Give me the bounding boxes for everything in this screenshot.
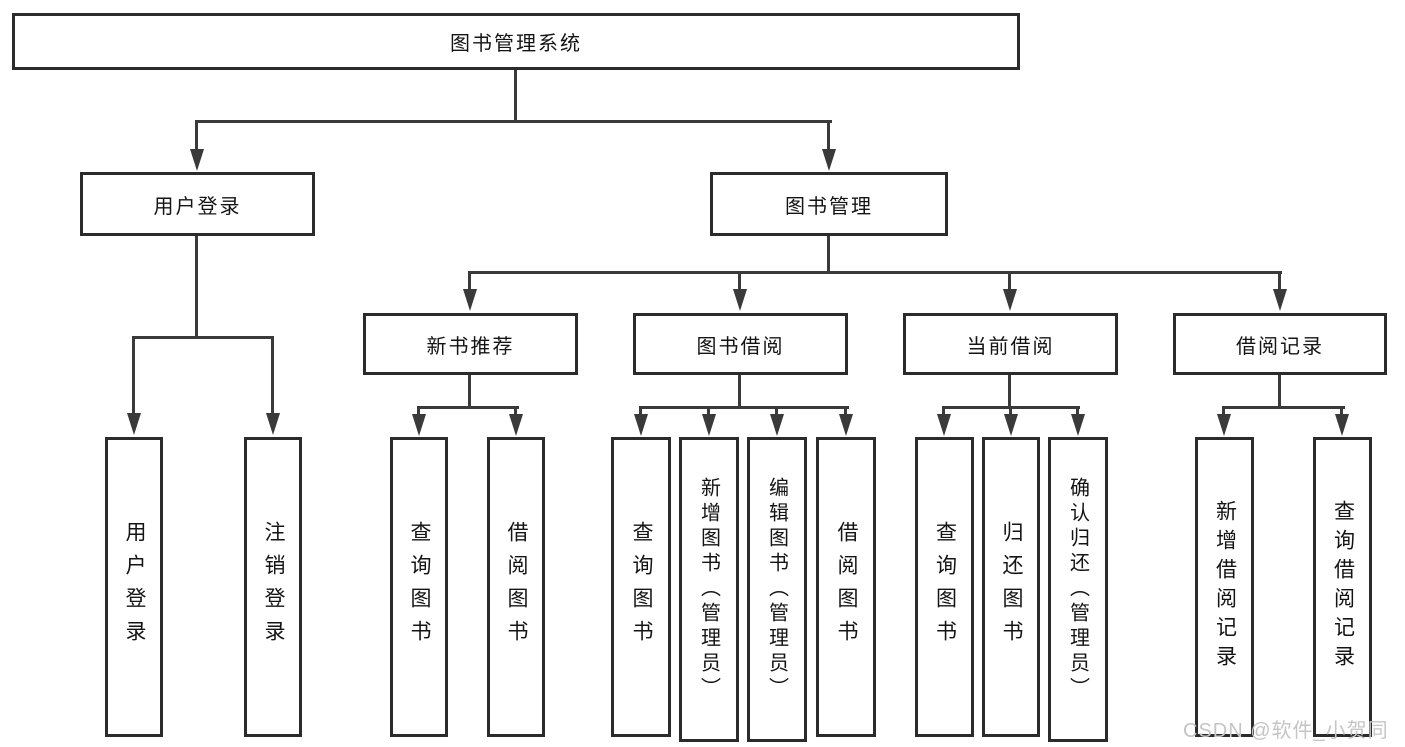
leaf-borrow-book: 借阅图书	[816, 437, 876, 737]
leaf-edit-book-admin-label: 编辑图书（管理员）	[765, 477, 788, 702]
connector-line	[942, 406, 945, 415]
leaf-confirm-return-admin: 确认归还（管理员）	[1048, 437, 1108, 742]
leaf-confirm-return-admin-label: 确认归还（管理员）	[1066, 477, 1089, 702]
node-new-book-recommend: 新书推荐	[363, 313, 578, 375]
leaf-user-login-label: 用户登录	[123, 521, 146, 653]
arrowhead	[509, 414, 523, 436]
node-root: 图书管理系统	[12, 13, 1020, 70]
arrowhead	[127, 413, 141, 435]
arrowhead	[634, 414, 648, 436]
connector-line	[195, 236, 198, 337]
connector-line	[271, 336, 274, 413]
leaf-query-book-borrow-label: 查询图书	[630, 521, 653, 653]
connector-line	[132, 336, 274, 339]
connector-line	[639, 406, 849, 409]
leaf-query-book-current-label: 查询图书	[933, 521, 957, 653]
connector-line	[1008, 271, 1011, 290]
node-book-borrow-label: 图书借阅	[696, 335, 785, 358]
connector-line	[514, 70, 517, 120]
arrowhead	[1217, 414, 1231, 436]
leaf-query-borrow-record: 查询借阅记录	[1313, 437, 1372, 737]
arrowhead	[937, 414, 951, 436]
connector-line	[639, 406, 642, 415]
node-user-login: 用户登录	[80, 172, 315, 236]
connector-line	[738, 375, 741, 408]
arrowhead	[1003, 289, 1017, 311]
arrowhead	[463, 289, 477, 311]
connector-line	[844, 406, 847, 415]
leaf-query-borrow-record-label: 查询借阅记录	[1331, 500, 1355, 674]
connector-line	[468, 271, 1282, 274]
connector-line	[738, 271, 741, 290]
leaf-borrow-book-recommend: 借阅图书	[487, 437, 545, 737]
node-user-login-label: 用户登录	[153, 195, 242, 218]
connector-line	[1278, 375, 1281, 408]
connector-line	[1340, 406, 1343, 415]
arrowhead	[1071, 414, 1085, 436]
arrowhead	[190, 149, 204, 171]
connector-line	[417, 406, 519, 409]
connector-line	[1008, 375, 1011, 408]
arrowhead	[822, 149, 836, 171]
connector-line	[1278, 271, 1281, 290]
leaf-borrow-book-recommend-label: 借阅图书	[505, 521, 528, 653]
leaf-logout: 注销登录	[244, 437, 302, 737]
connector-line	[195, 120, 198, 150]
connector-line	[1222, 406, 1225, 415]
leaf-query-book-current: 查询图书	[915, 437, 974, 737]
arrowhead	[1335, 414, 1349, 436]
connector-line	[514, 406, 517, 415]
leaf-add-borrow-record-label: 新增借阅记录	[1213, 500, 1237, 674]
connector-line	[827, 236, 830, 274]
node-book-management: 图书管理	[710, 172, 948, 236]
arrowhead	[1004, 414, 1018, 436]
connector-line	[417, 406, 420, 415]
node-current-borrow-label: 当前借阅	[966, 335, 1055, 358]
arrowhead	[770, 414, 784, 436]
arrowhead	[839, 414, 853, 436]
leaf-query-book-recommend: 查询图书	[390, 437, 448, 737]
node-book-management-label: 图书管理	[785, 195, 873, 218]
node-new-book-recommend-label: 新书推荐	[426, 335, 515, 358]
connector-line	[468, 271, 471, 290]
arrowhead	[1273, 289, 1287, 311]
leaf-borrow-book-label: 借阅图书	[835, 521, 858, 653]
leaf-query-book-recommend-label: 查询图书	[408, 521, 431, 653]
node-root-label: 图书管理系统	[450, 33, 582, 55]
arrowhead	[266, 413, 280, 435]
watermark: CSDN @软件_小贺同学	[1183, 720, 1389, 742]
connector-line	[1222, 406, 1345, 409]
connector-line	[132, 336, 135, 413]
node-book-borrow: 图书借阅	[633, 313, 848, 375]
connector-line	[468, 375, 471, 408]
connector-line	[1009, 406, 1012, 415]
leaf-return-book-label: 归还图书	[1000, 521, 1023, 653]
connector-line	[775, 406, 778, 415]
node-borrow-records-label: 借阅记录	[1236, 335, 1324, 358]
leaf-add-book-admin: 新增图书（管理员）	[679, 437, 739, 742]
arrowhead	[702, 414, 716, 436]
arrowhead	[412, 414, 426, 436]
connector-line	[1076, 406, 1079, 415]
connector-line	[707, 406, 710, 415]
arrowhead	[733, 289, 747, 311]
leaf-edit-book-admin: 编辑图书（管理员）	[747, 437, 807, 742]
leaf-add-borrow-record: 新增借阅记录	[1195, 437, 1254, 737]
leaf-logout-label: 注销登录	[262, 521, 285, 653]
leaf-return-book: 归还图书	[982, 437, 1040, 737]
connector-line	[827, 120, 830, 150]
leaf-user-login: 用户登录	[105, 437, 163, 737]
connector-line	[196, 120, 832, 123]
leaf-query-book-borrow: 查询图书	[611, 437, 671, 737]
node-current-borrow: 当前借阅	[903, 313, 1118, 375]
node-borrow-records: 借阅记录	[1173, 313, 1387, 375]
leaf-add-book-admin-label: 新增图书（管理员）	[697, 477, 720, 702]
